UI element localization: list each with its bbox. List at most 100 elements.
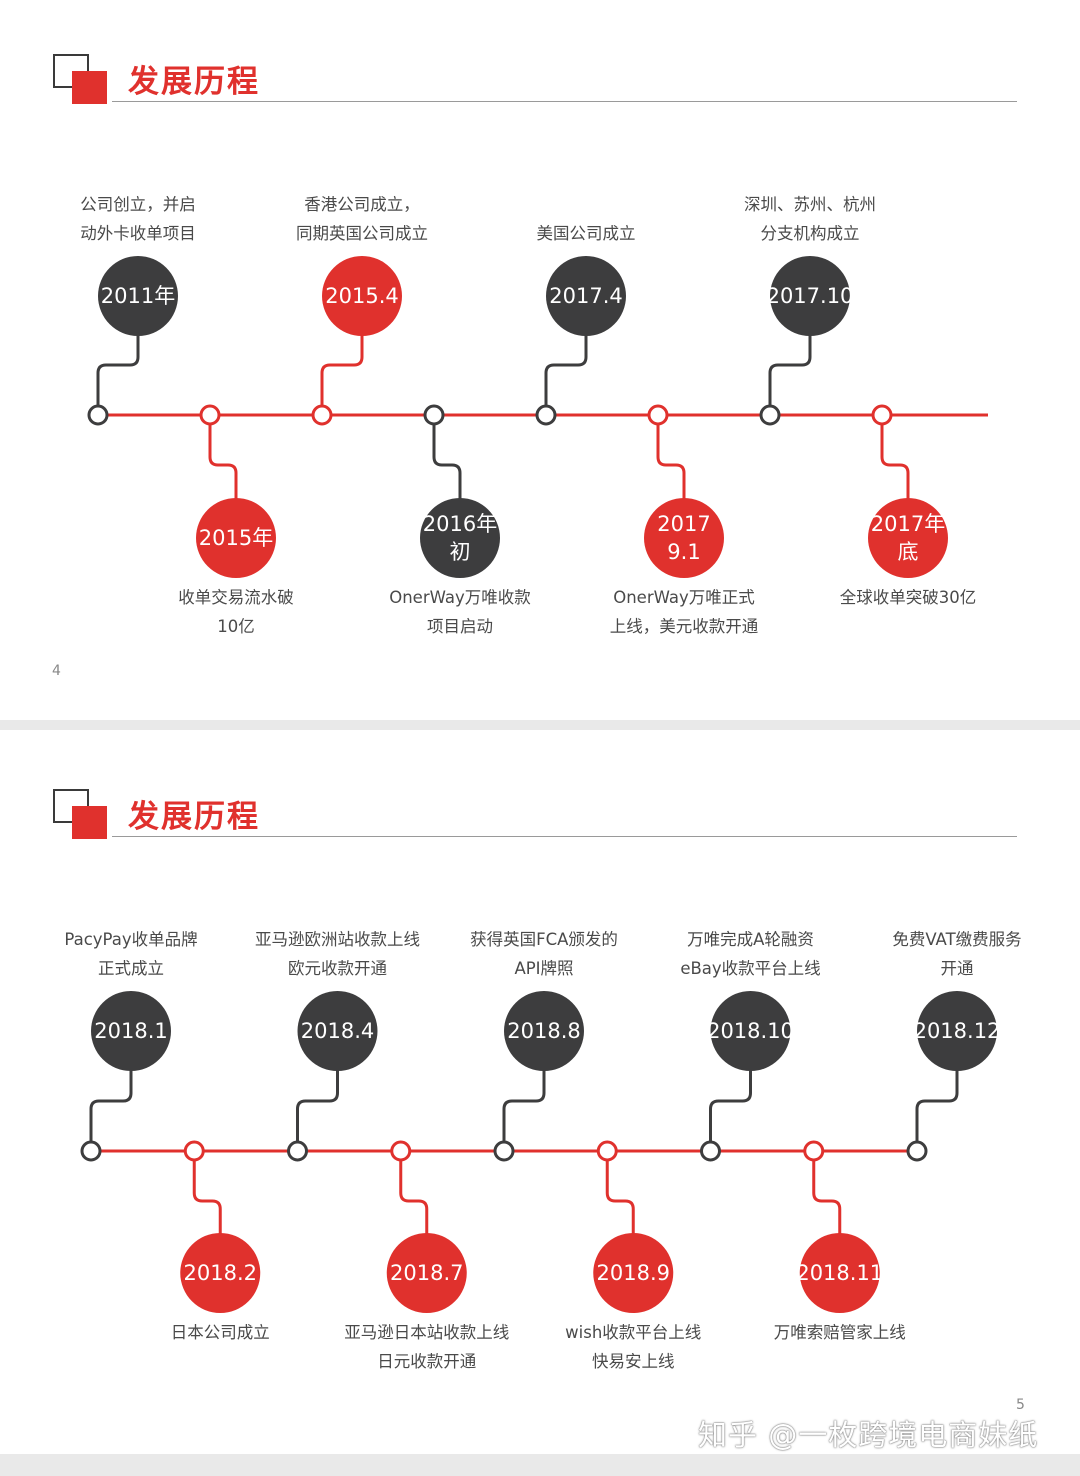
caption-line: 上线，美元收款开通 bbox=[609, 617, 759, 636]
caption-line: 万唯索赔管家上线 bbox=[773, 1323, 906, 1342]
date-label: 2018.2 bbox=[184, 1261, 257, 1285]
milestone-5: 2017.4 bbox=[535, 256, 626, 426]
timeline-node bbox=[199, 404, 221, 426]
milestone-caption: OnerWay万唯正式上线，美元收款开通 bbox=[574, 583, 794, 641]
caption-line: 公司创立，并启 bbox=[80, 195, 196, 214]
connector-line bbox=[320, 296, 364, 415]
connector-line bbox=[656, 415, 686, 538]
caption-line: 深圳、苏州、杭州 bbox=[744, 195, 876, 214]
date-label: 2017年底 bbox=[871, 512, 945, 564]
timeline-node bbox=[423, 404, 445, 426]
milestone-4: 2018.7 bbox=[386, 1140, 467, 1313]
milestone-caption: 万唯索赔管家上线 bbox=[730, 1318, 950, 1347]
milestone-caption: 深圳、苏州、杭州分支机构成立 bbox=[700, 190, 920, 248]
watermark: 知乎 @一枚跨境电商妹纸 bbox=[698, 1418, 1039, 1452]
caption-line: 同期英国公司成立 bbox=[296, 224, 428, 243]
caption-line: 万唯完成A轮融资 bbox=[687, 930, 814, 949]
connector-line bbox=[812, 1151, 842, 1273]
caption-line: PacyPay收单品牌 bbox=[64, 930, 198, 949]
connector-line bbox=[502, 1031, 546, 1151]
caption-line: 免费VAT缴费服务 bbox=[892, 930, 1022, 949]
caption-line: 亚马逊日本站收款上线 bbox=[344, 1323, 510, 1342]
section-logo-icon bbox=[53, 54, 107, 104]
connector-line bbox=[96, 296, 140, 415]
milestone-caption: 日本公司成立 bbox=[110, 1318, 330, 1347]
milestone-caption: 亚马逊欧洲站收款上线欧元收款开通 bbox=[228, 925, 448, 983]
date-bubble bbox=[770, 256, 850, 336]
caption-line: 分支机构成立 bbox=[760, 224, 860, 243]
title-divider bbox=[112, 101, 1017, 102]
date-bubble bbox=[420, 498, 500, 578]
caption-line: 香港公司成立， bbox=[304, 195, 420, 214]
milestone-1: 2018.1 bbox=[80, 991, 171, 1162]
page-number: 5 bbox=[1016, 1397, 1025, 1413]
milestone-5: 2018.8 bbox=[493, 991, 584, 1162]
section-logo-icon bbox=[53, 789, 107, 839]
caption-line: 欧元收款开通 bbox=[288, 959, 387, 978]
milestone-8: 2018.11 bbox=[796, 1140, 883, 1313]
date-bubble bbox=[91, 991, 171, 1071]
title-divider bbox=[112, 836, 1017, 837]
milestone-9: 2018.12 bbox=[906, 991, 1000, 1162]
caption-line: 正式成立 bbox=[98, 959, 164, 978]
caption-line: OnerWay万唯正式 bbox=[613, 588, 755, 607]
milestone-caption: 美国公司成立 bbox=[476, 219, 696, 248]
slide-page-5: 发展历程 2018.1 2018.2 2018.4 2018.7 2018.8 2018.… bbox=[0, 730, 1080, 1454]
date-label: 2018.4 bbox=[301, 1019, 374, 1043]
page-title: 发展历程 bbox=[128, 799, 260, 835]
date-label: 2018.10 bbox=[707, 1019, 794, 1043]
date-label: 2018.11 bbox=[796, 1261, 883, 1285]
milestone-8: 2017年底 bbox=[868, 404, 948, 578]
connector-line bbox=[432, 415, 462, 538]
caption-line: wish收款平台上线 bbox=[565, 1323, 702, 1342]
timeline-node bbox=[80, 1140, 102, 1162]
connector-line bbox=[768, 296, 812, 415]
timeline-node bbox=[87, 404, 109, 426]
milestone-7: 2018.10 bbox=[700, 991, 794, 1162]
connector-line bbox=[399, 1151, 429, 1273]
date-label: 2017.4 bbox=[549, 284, 622, 308]
connector-line bbox=[605, 1151, 635, 1273]
date-label: 2015年 bbox=[199, 526, 273, 550]
date-label: 2018.8 bbox=[507, 1019, 580, 1043]
caption-line: eBay收款平台上线 bbox=[680, 959, 821, 978]
date-bubble bbox=[546, 256, 626, 336]
connector-line bbox=[915, 1031, 959, 1151]
milestone-1: 2011年 bbox=[87, 256, 178, 426]
connector-line bbox=[880, 415, 910, 538]
milestone-3: 2015.4 bbox=[311, 256, 402, 426]
date-label: 2017.10 bbox=[767, 284, 854, 308]
caption-line: API牌照 bbox=[514, 959, 574, 978]
timeline-node bbox=[493, 1140, 515, 1162]
caption-line: 亚马逊欧洲站收款上线 bbox=[255, 930, 420, 949]
date-bubble bbox=[98, 256, 178, 336]
milestone-caption: 全球收单突破30亿 bbox=[798, 583, 1018, 612]
date-bubble bbox=[593, 1233, 674, 1313]
milestone-caption: 万唯完成A轮融资 eBay收款平台上线 bbox=[641, 925, 861, 983]
timeline-node bbox=[390, 1140, 412, 1162]
date-label: 2018.9 bbox=[597, 1261, 670, 1285]
date-bubble bbox=[917, 991, 997, 1071]
timeline-node bbox=[871, 404, 893, 426]
milestone-3: 2018.4 bbox=[287, 991, 378, 1162]
milestone-4: 2016年初 bbox=[420, 404, 500, 578]
timeline-node bbox=[906, 1140, 928, 1162]
caption-line: 开通 bbox=[940, 959, 974, 978]
milestone-caption: PacyPay收单品牌正式成立 bbox=[21, 925, 241, 983]
connector-line bbox=[544, 296, 588, 415]
caption-line: 日本公司成立 bbox=[170, 1323, 270, 1342]
caption-line: 收单交易流水破 bbox=[178, 588, 294, 607]
date-bubble bbox=[868, 498, 948, 578]
date-bubble bbox=[504, 991, 584, 1071]
date-bubble bbox=[799, 1233, 880, 1313]
connector-line bbox=[296, 1031, 339, 1151]
timeline-node bbox=[311, 404, 333, 426]
date-bubble bbox=[386, 1233, 467, 1313]
connector-line bbox=[208, 415, 238, 538]
milestone-caption: 香港公司成立， 同期英国公司成立 bbox=[252, 190, 472, 248]
milestone-caption: 亚马逊日本站收款上线日元收款开通 bbox=[317, 1318, 537, 1376]
